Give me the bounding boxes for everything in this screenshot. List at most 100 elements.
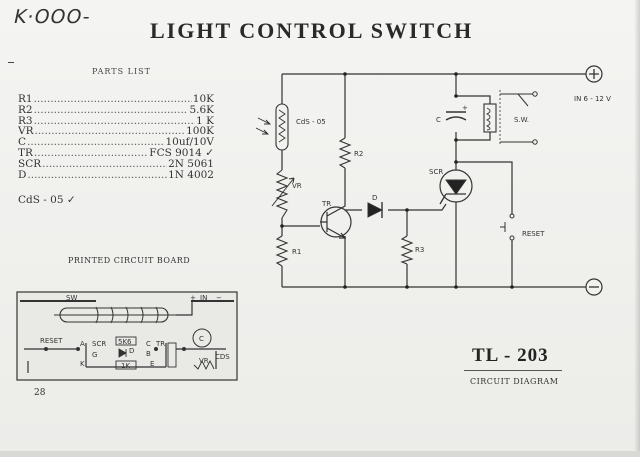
parts-row: SCR 2N 5061 [18, 159, 214, 170]
pcb-resistor-r2 [115, 336, 137, 346]
pcb-coil-winding [95, 306, 159, 324]
junction-dot [454, 285, 458, 289]
vr-potentiometer [275, 169, 289, 219]
part-value: 10K [192, 94, 214, 105]
label-r2: R2 [354, 150, 363, 158]
part-name: C [18, 137, 27, 148]
pcb-label-r2: 5K6 [118, 338, 132, 346]
part-name: SCR [18, 158, 42, 170]
pcb-heading: PRINTED CIRCUIT BOARD [68, 256, 191, 265]
model-underline [464, 370, 562, 371]
label-vr: VR [292, 182, 302, 190]
capacitor-c [445, 111, 467, 121]
pcb-label-in-plus: + [190, 294, 196, 302]
label-reset: RESET [522, 230, 545, 238]
margin-mark [8, 62, 14, 63]
part-name: R2 [18, 104, 33, 116]
pcb-trace [24, 343, 226, 373]
junction-dot [454, 94, 458, 98]
page-bottom-edge [0, 451, 640, 457]
pcb-pad [154, 347, 158, 351]
relay-wire [456, 95, 491, 141]
r2-resistor [338, 137, 352, 169]
label-cds: CdS - 05 [296, 118, 326, 126]
junction-dot [454, 160, 458, 164]
pcb-pad [182, 347, 186, 351]
pcb-label-e: E [150, 360, 154, 368]
part-name: VR [18, 126, 34, 138]
part-value: 10uf/10V [165, 137, 215, 148]
transistor-leads [320, 198, 347, 240]
pcb-drawing: SW + IN − RESET A SCR G K 5K6 D 1K C TR … [16, 291, 238, 381]
pcb-label-cds: CDS [215, 353, 230, 361]
part-value: 5.6K [189, 104, 214, 116]
parts-row: R2 5.6K [18, 105, 214, 116]
parts-list: R110KR25.6KR31 KVR100KC10uf/10VTRFCS 901… [18, 94, 214, 180]
reset-button [500, 222, 506, 232]
collector-diode-wire [345, 203, 447, 211]
capacitor-plus-mark: + [462, 104, 468, 112]
part-value: 1 K [196, 115, 214, 127]
part-name: D [18, 169, 27, 181]
scr-triangle [445, 179, 467, 195]
reset-wire [456, 161, 513, 287]
pcb-label-in-minus: − [216, 294, 222, 302]
pcb-label-tr: TR [155, 340, 165, 348]
parts-row: R1 10K [18, 94, 214, 105]
pcb-label-reset: RESET [40, 337, 63, 345]
reset-terminal-top [509, 213, 515, 219]
label-r3: R3 [415, 246, 424, 254]
part-name: R1 [18, 94, 33, 105]
label-c: C [436, 116, 441, 124]
cds-photoresistor [275, 103, 289, 151]
r1-resistor [275, 235, 289, 267]
cds-element-zigzag [278, 109, 286, 143]
pcb-label-r1: 1K [121, 362, 130, 370]
pcb-label-d: D [129, 347, 134, 355]
junction-dot [343, 72, 347, 76]
relay-coil-winding [485, 107, 491, 131]
pcb-pad [44, 347, 48, 351]
part-name: TR [18, 147, 33, 159]
pcb-label-b: B [146, 350, 151, 358]
pcb-trimmer-vr [193, 359, 215, 371]
pcb-label-sw: SW [66, 294, 77, 302]
junction-dot [510, 285, 514, 289]
pcb-pad [76, 347, 80, 351]
scr-thyristor [439, 169, 473, 203]
junction-dot [405, 208, 409, 212]
r3-resistor [400, 235, 414, 265]
pcb-label-c: C [146, 340, 151, 348]
plus-icon [589, 69, 599, 79]
diagram-caption: CIRCUIT DIAGRAM [470, 377, 559, 386]
pcb-trace [176, 301, 193, 316]
parts-row: R3 1 K [18, 116, 214, 127]
label-sw: S.W. [514, 116, 529, 124]
pcb-label-scr: SCR [92, 340, 106, 348]
pcb-label-vr: VR [199, 357, 209, 365]
part-value: 1N 4002 [168, 169, 214, 181]
parts-row-cds: CdS - 05 ✓ [18, 194, 76, 206]
label-r1: R1 [292, 248, 301, 256]
pcb-label-a: A [80, 340, 85, 348]
reset-terminal-bottom [509, 235, 515, 241]
parts-row: TRFCS 9014 ✓ [18, 148, 214, 159]
junction-dot [343, 285, 347, 289]
part-name: R3 [18, 115, 33, 127]
pcb-label-cap: C [199, 335, 204, 343]
pcb-resistor-r3 [167, 342, 177, 368]
junction-dot [454, 72, 458, 76]
part-value: 2N 5061 [168, 158, 214, 170]
sw-contacts [500, 93, 533, 143]
vr-wiper-arrow [271, 177, 295, 207]
sw-terminal-bottom [532, 139, 538, 145]
page-number: 28 [34, 388, 46, 398]
page-title: LIGHT CONTROL SWITCH [150, 18, 474, 43]
scr-gate [439, 193, 466, 205]
sw-terminal-top [532, 91, 538, 97]
label-tr: TR [321, 200, 331, 208]
pcb-label-in: IN [200, 294, 207, 302]
diode-d [367, 202, 384, 218]
